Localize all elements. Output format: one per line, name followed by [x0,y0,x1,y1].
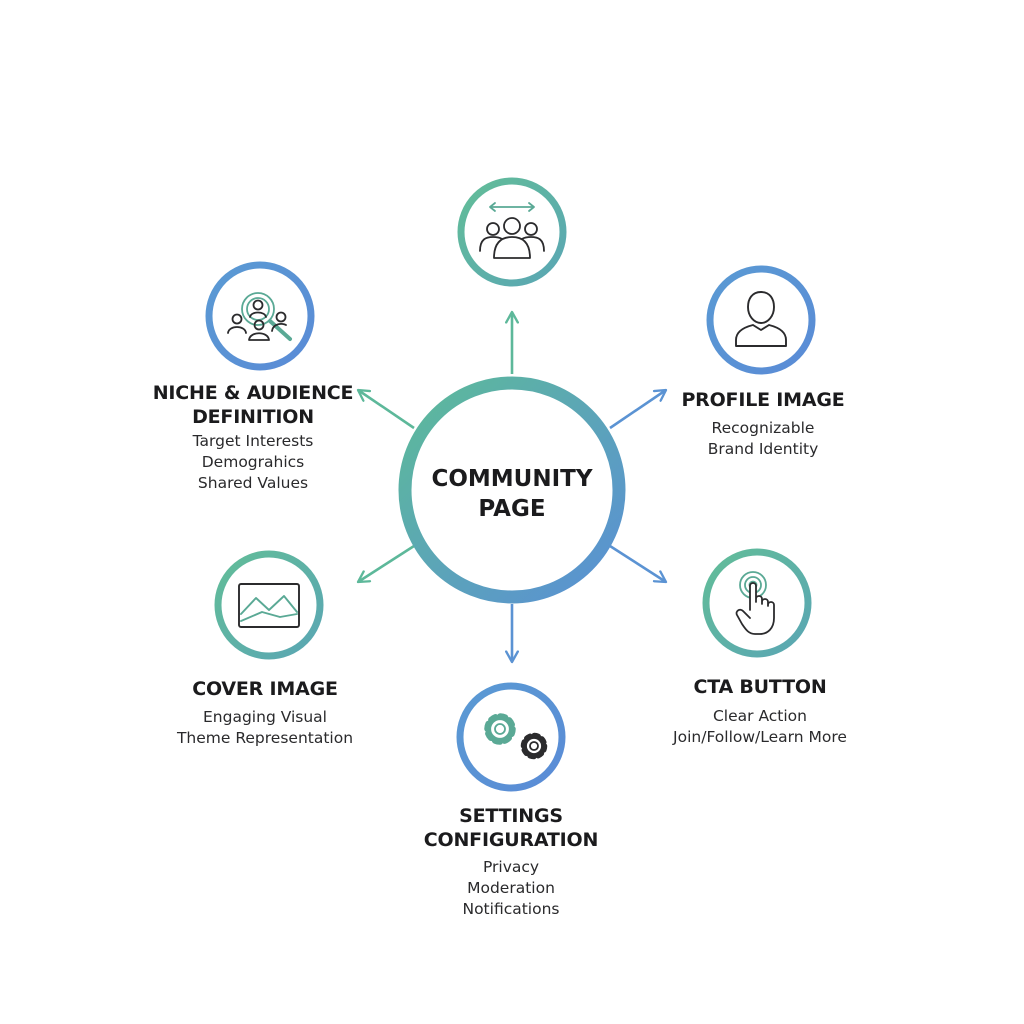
settings-detail-1: Privacy [482,858,540,876]
node-cta [702,548,812,658]
settings-detail-3: Notifications [462,900,560,918]
arrow-to-cover [356,544,415,584]
center-title: COMMUNITY PAGE [412,464,612,524]
profile-detail-2: Brand Identity [707,440,819,458]
settings-details: Privacy Moderation Notifications [391,857,631,920]
profile-detail-1: Recognizable [711,419,815,437]
settings-title: SETTINGS CONFIGURATION [391,804,631,852]
cover-detail-2: Theme Representation [176,729,354,747]
settings-title-line-2: CONFIGURATION [423,829,599,851]
profile-title-line-1: PROFILE IMAGE [681,389,845,411]
node-profile [706,265,816,375]
niche-details: Target Interests Demograhics Shared Valu… [133,431,373,494]
cta-details: Clear Action Join/Follow/Learn More [640,706,880,748]
settings-title-line-1: SETTINGS [459,805,563,827]
user-profile-icon [735,291,787,347]
arrow-to-cta [609,544,668,584]
profile-details: Recognizable Brand Identity [653,418,873,460]
arrow-to-profile [609,388,668,430]
cta-title-line-1: CTA BUTTON [693,676,827,698]
node-settings [456,682,566,792]
gears-icon [484,713,548,760]
audience-search-icon [227,292,292,341]
cta-title: CTA BUTTON [640,675,880,699]
node-niche-ring [205,261,315,371]
profile-title: PROFILE IMAGE [653,388,873,412]
cover-details: Engaging Visual Theme Representation [145,707,385,749]
niche-title-line-2: DEFINITION [192,406,314,428]
tap-hand-icon [735,571,775,635]
node-profile-ring [706,265,816,375]
settings-detail-2: Moderation [467,879,555,897]
cta-detail-2: Join/Follow/Learn More [673,728,847,746]
niche-detail-3: Shared Values [197,474,309,492]
node-cover-ring [214,550,324,660]
niche-title: NICHE & AUDIENCE DEFINITION [133,381,373,429]
cta-detail-1: Clear Action [712,707,807,725]
node-cover [214,550,324,660]
arrow-to-niche [356,388,415,430]
cover-title-line-1: COVER IMAGE [192,678,338,700]
cover-detail-1: Engaging Visual [203,708,327,726]
cover-title: COVER IMAGE [145,677,385,701]
niche-detail-2: Demograhics [201,453,305,471]
niche-title-line-1: NICHE & AUDIENCE [152,382,354,404]
niche-detail-1: Target Interests [192,432,314,450]
center-title-line-2: PAGE [478,496,546,522]
node-top-ring [457,177,567,287]
center-title-line-1: COMMUNITY [431,466,593,492]
node-niche [205,261,315,371]
node-top [457,177,567,287]
landscape-image-icon [238,583,300,628]
group-users-icon [479,202,545,259]
center-circle [398,376,626,604]
